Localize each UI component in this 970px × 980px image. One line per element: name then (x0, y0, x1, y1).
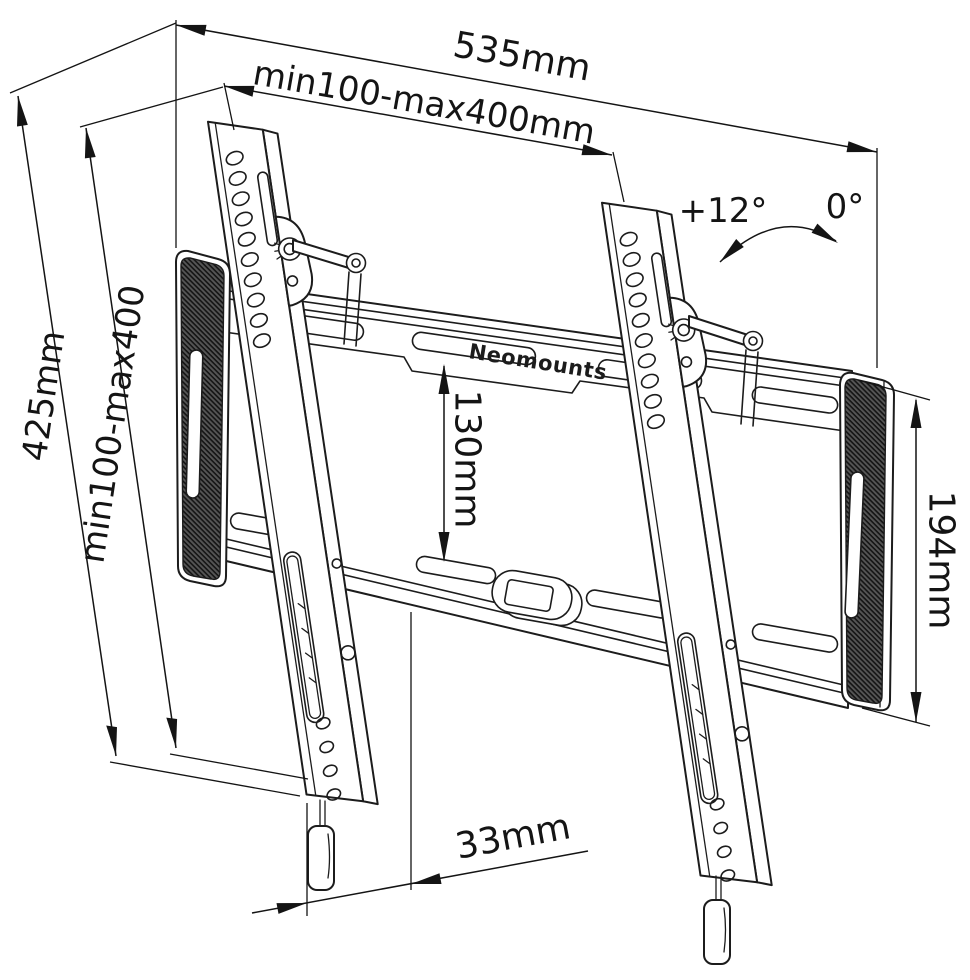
vesa-hole (228, 170, 247, 186)
right-bracket-face-crease (608, 203, 711, 877)
vesa-hole (625, 272, 644, 288)
left-cap-hatch-face (180, 257, 225, 581)
vesa-hole (713, 821, 729, 835)
vesa-hole (231, 191, 250, 207)
vesa-hole (619, 231, 638, 247)
tilt-zero-label: 0° (826, 187, 865, 227)
dim-vesa-height-label: min100-max400 (73, 282, 154, 565)
right-arm-pivot (742, 330, 764, 352)
left-tv-bracket (206, 120, 379, 806)
plate-slot (411, 331, 537, 366)
vesa-hole (240, 252, 259, 268)
vesa-hole (631, 312, 650, 328)
plate-slot (751, 623, 839, 653)
left-link-plate (343, 271, 362, 347)
right-flange-hole-small (725, 639, 736, 650)
vesa-hole (637, 353, 656, 369)
plate-slot (751, 386, 839, 414)
right-cap-slot (844, 471, 865, 619)
vesa-hole (326, 788, 342, 801)
left-bracket-top-slot (256, 171, 279, 247)
right-bracket-screw-hole (680, 356, 693, 368)
vesa-hole (252, 333, 272, 349)
vesa-hole (315, 716, 331, 730)
right-bracket-face (600, 201, 759, 884)
dim-wall-depth-label: 33mm (452, 806, 573, 867)
dim-total-height-label: 425mm (15, 328, 74, 464)
left-bracket-face (206, 120, 365, 803)
right-end-cap (839, 371, 895, 712)
pull-strap-left (307, 799, 335, 891)
vesa-hole (640, 373, 659, 389)
right-cap-hatch-face (844, 378, 887, 705)
right-link-plate (740, 349, 759, 427)
plate-top-fold-line-2 (221, 297, 853, 388)
plate-slot (415, 555, 497, 585)
left-arm-pivot (345, 252, 367, 274)
left-bracket-screw-hole (286, 275, 299, 287)
right-flange-hole-large (734, 726, 750, 742)
tilt-angle-annotation: +12° 0° (679, 187, 865, 263)
vesa-hole (225, 150, 244, 166)
vesa-hole (237, 231, 256, 247)
right-bracket-top-slot (650, 252, 673, 328)
vesa-hole (643, 393, 663, 409)
vesa-hole (243, 272, 262, 288)
vesa-hole (234, 211, 253, 227)
dim-plate-height: 194mm (857, 379, 962, 727)
left-cap-slot (185, 349, 204, 499)
left-flange-hole-large (340, 645, 356, 661)
vesa-hole (622, 251, 641, 267)
vesa-hole (322, 764, 338, 778)
vesa-hole (709, 797, 725, 811)
dim-center-height: 130mm (438, 364, 488, 562)
left-flange-hole-small (331, 558, 342, 569)
left-end-cap (175, 249, 231, 588)
left-bracket-face-crease (214, 122, 317, 796)
vesa-hole (319, 740, 335, 754)
vesa-hole (246, 292, 265, 308)
dim-total-width-label: 535mm (450, 24, 594, 89)
vesa-hole (634, 333, 653, 349)
vesa-hole (249, 312, 269, 328)
plate-step-contour (223, 331, 853, 433)
slider-lock-window (491, 569, 583, 627)
dim-plate-height-label: 194mm (921, 491, 962, 630)
vesa-hole (628, 292, 647, 308)
vesa-hole (716, 845, 732, 859)
plate-top-fold-line (221, 289, 853, 380)
pull-strap-right (703, 875, 731, 965)
tilt-max-label: +12° (679, 191, 768, 231)
vesa-hole (646, 414, 666, 430)
dim-center-height-label: 130mm (447, 390, 488, 529)
